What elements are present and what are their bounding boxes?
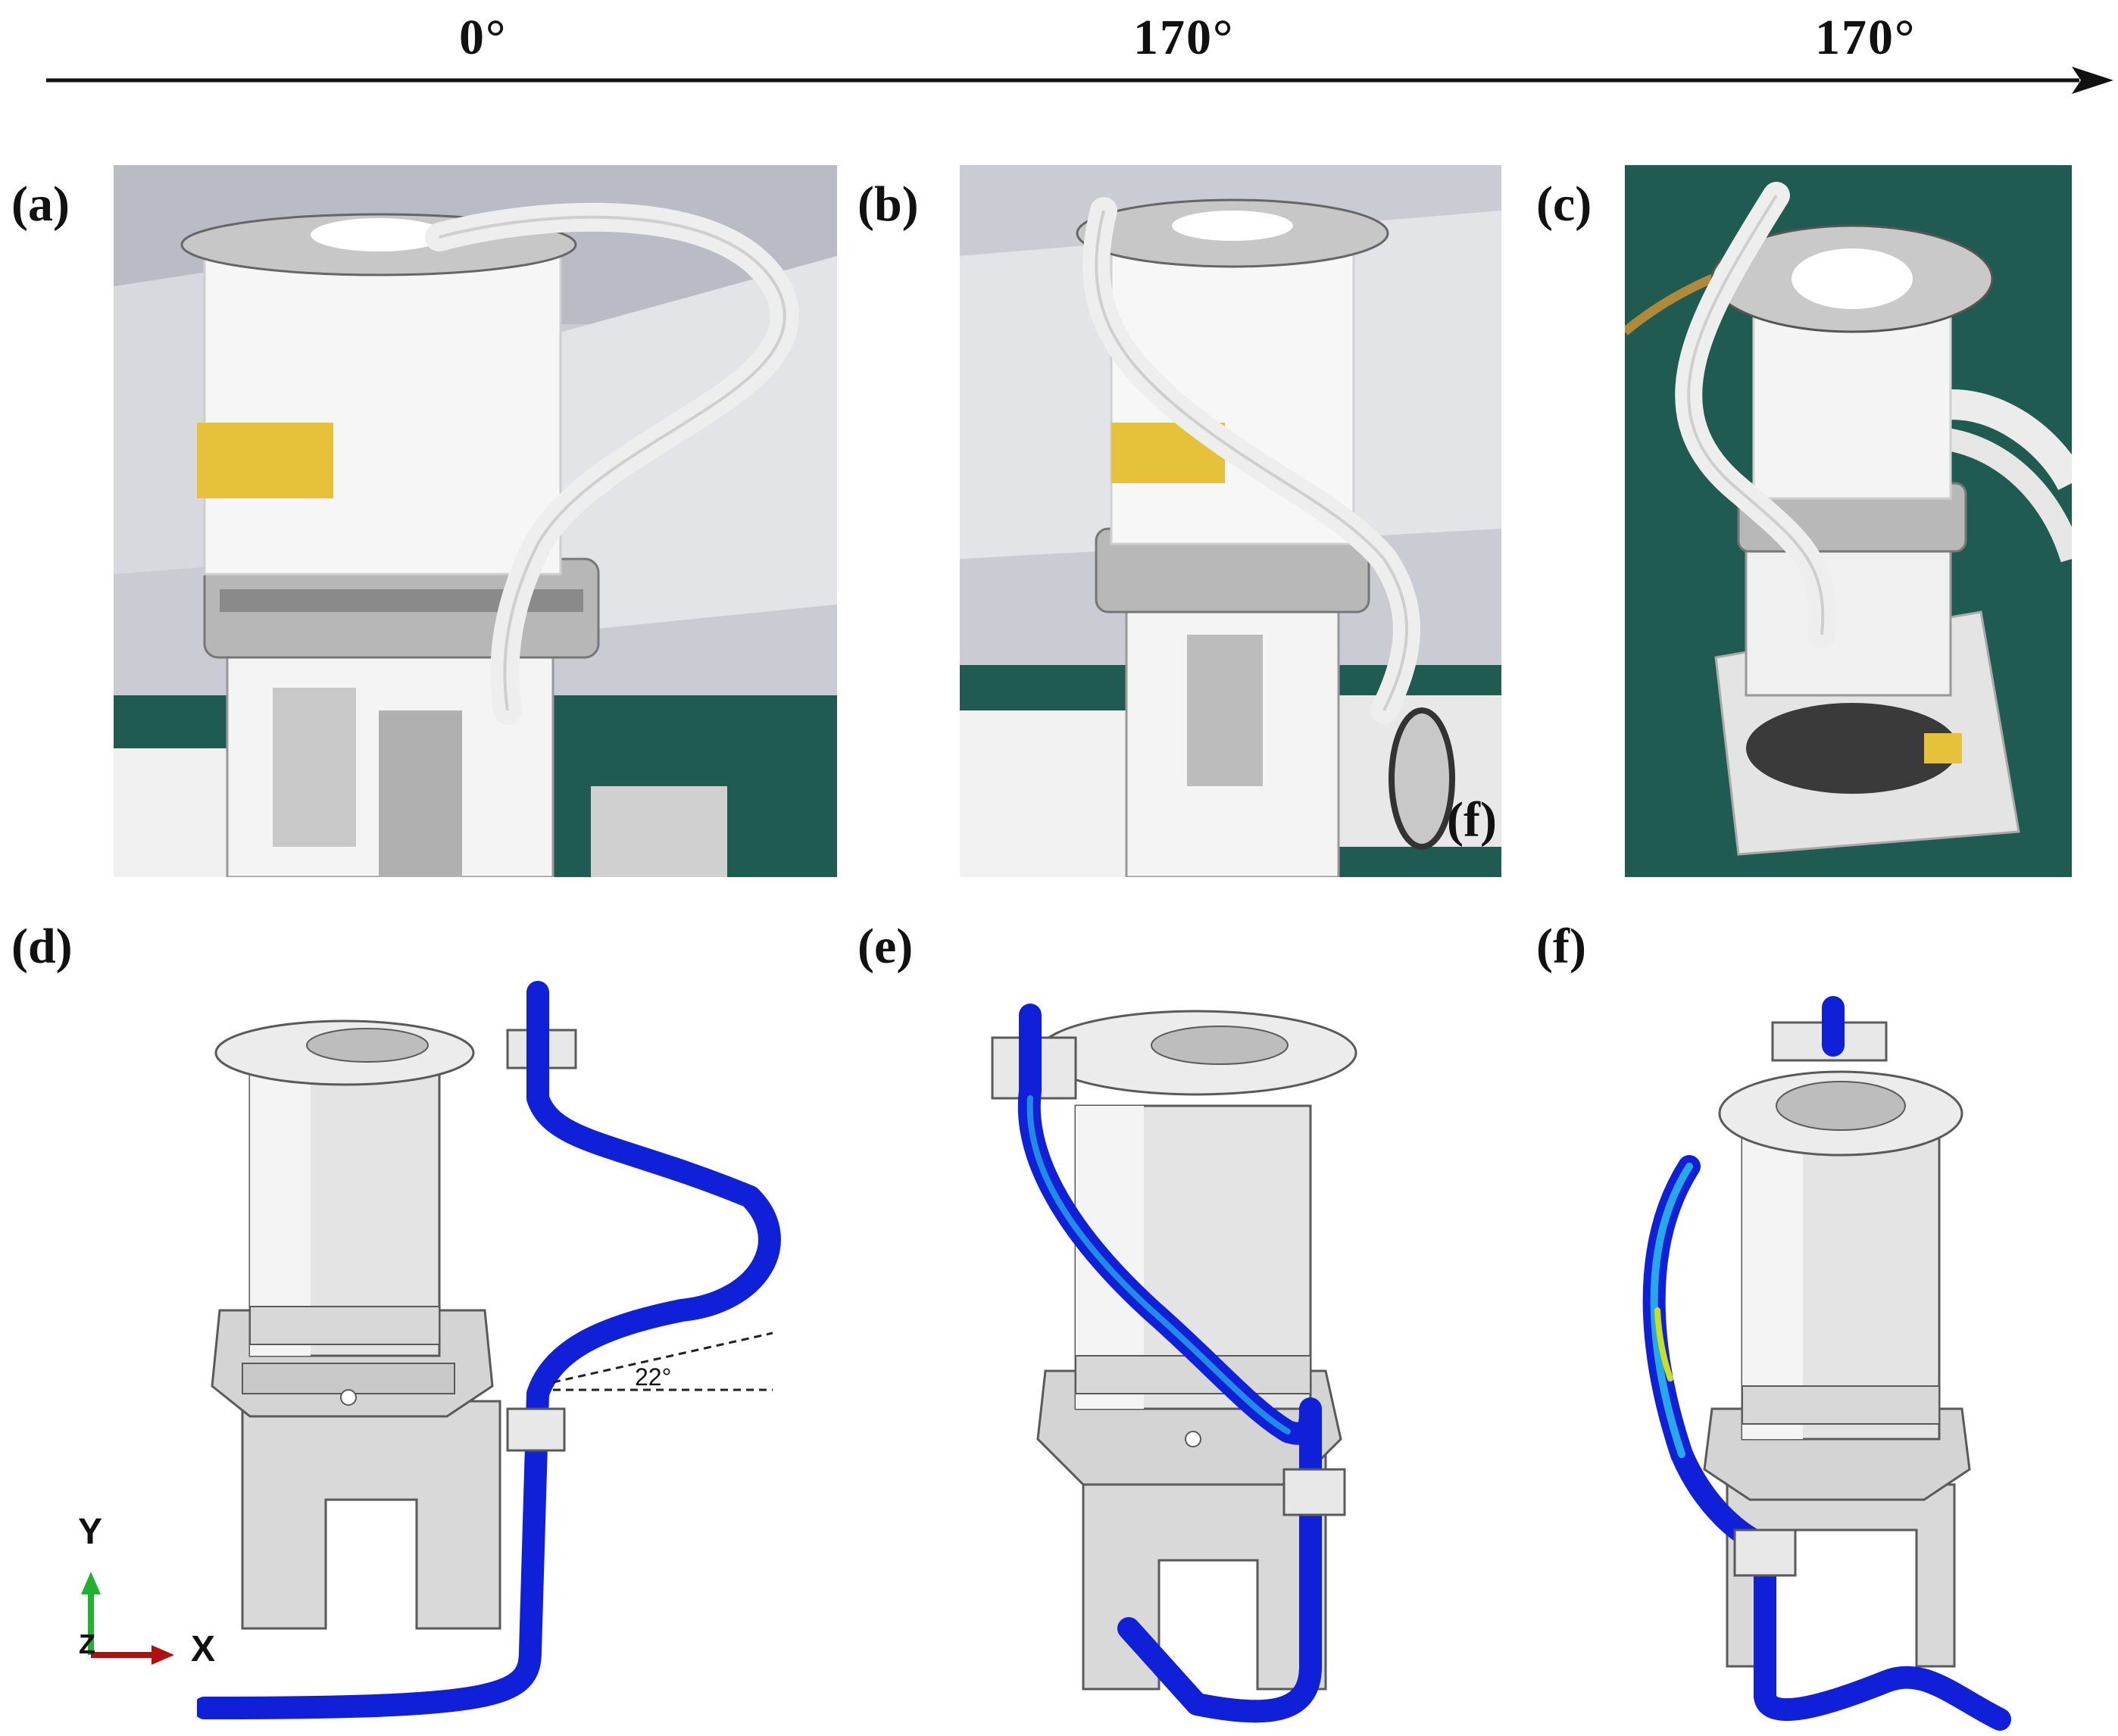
angle-label-2: 170° <box>1815 10 1917 65</box>
model-panel-f <box>1636 985 2118 1734</box>
coordinate-triad <box>81 1572 174 1665</box>
panel-label-f: (f) <box>1536 919 1586 974</box>
panel-label-d: (d) <box>11 919 73 974</box>
panel-label-a: (a) <box>11 176 70 232</box>
y-axis-label: Y <box>78 1512 103 1552</box>
photo-panel-c <box>1625 165 2072 877</box>
model-panel-d <box>197 969 803 1734</box>
panel-label-c: (c) <box>1536 176 1592 232</box>
photo-panel-b <box>960 165 1501 877</box>
x-axis-label: X <box>191 1629 216 1669</box>
panel-label-e: (e) <box>858 919 914 974</box>
model-panel-e <box>970 985 1439 1734</box>
photo-b-overlay-label: (f) <box>1447 792 1497 848</box>
timeline-arrow <box>46 67 2113 94</box>
angle-label-0: 0° <box>459 10 508 65</box>
photo-panel-a <box>114 165 837 877</box>
panel-label-b: (b) <box>858 176 919 232</box>
z-axis-label: Z <box>79 1628 95 1660</box>
angle-label-1: 170° <box>1133 10 1235 65</box>
angle-annotation-22: 22° <box>635 1363 672 1391</box>
